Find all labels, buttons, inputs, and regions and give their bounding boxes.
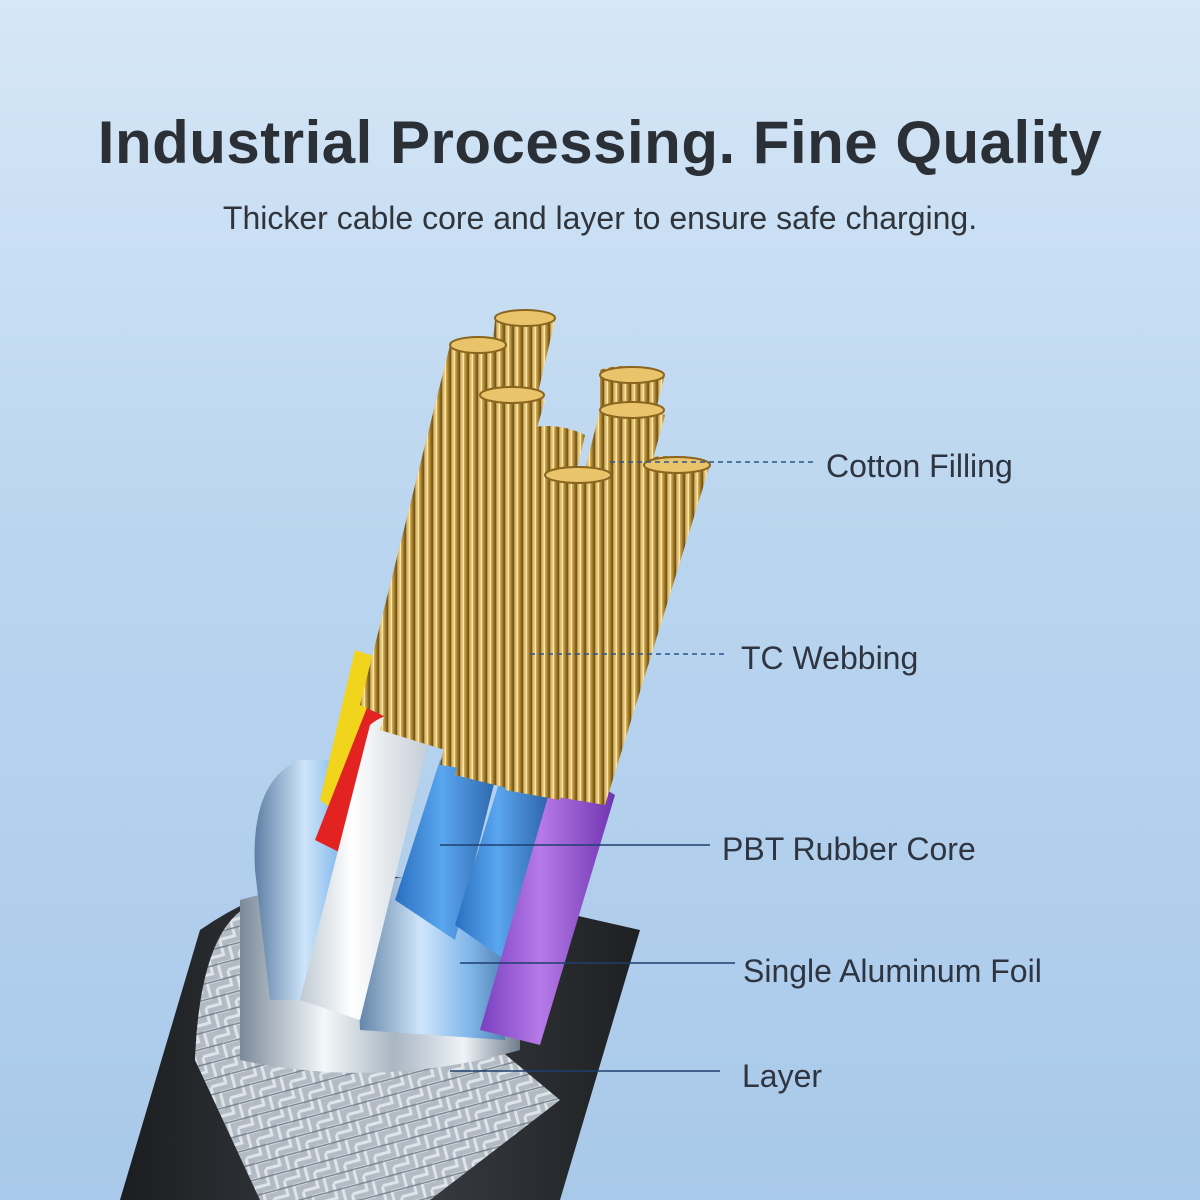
callout-layer: Layer xyxy=(742,1058,823,1094)
callout-tc-webbing: TC Webbing xyxy=(741,640,919,676)
page-subtitle: Thicker cable core and layer to ensure s… xyxy=(222,200,978,236)
callout-cotton-filling: Cotton Filling xyxy=(826,448,1013,484)
copper-conductors xyxy=(360,309,711,805)
leader-lines xyxy=(440,461,815,1072)
page-title: Industrial Processing. Fine Quality xyxy=(97,109,1103,176)
insulated-wires xyxy=(300,650,615,1045)
callout-single-aluminum-foil: Single Aluminum Foil xyxy=(743,953,1042,989)
callout-pbt-rubber-core: PBT Rubber Core xyxy=(722,831,976,867)
